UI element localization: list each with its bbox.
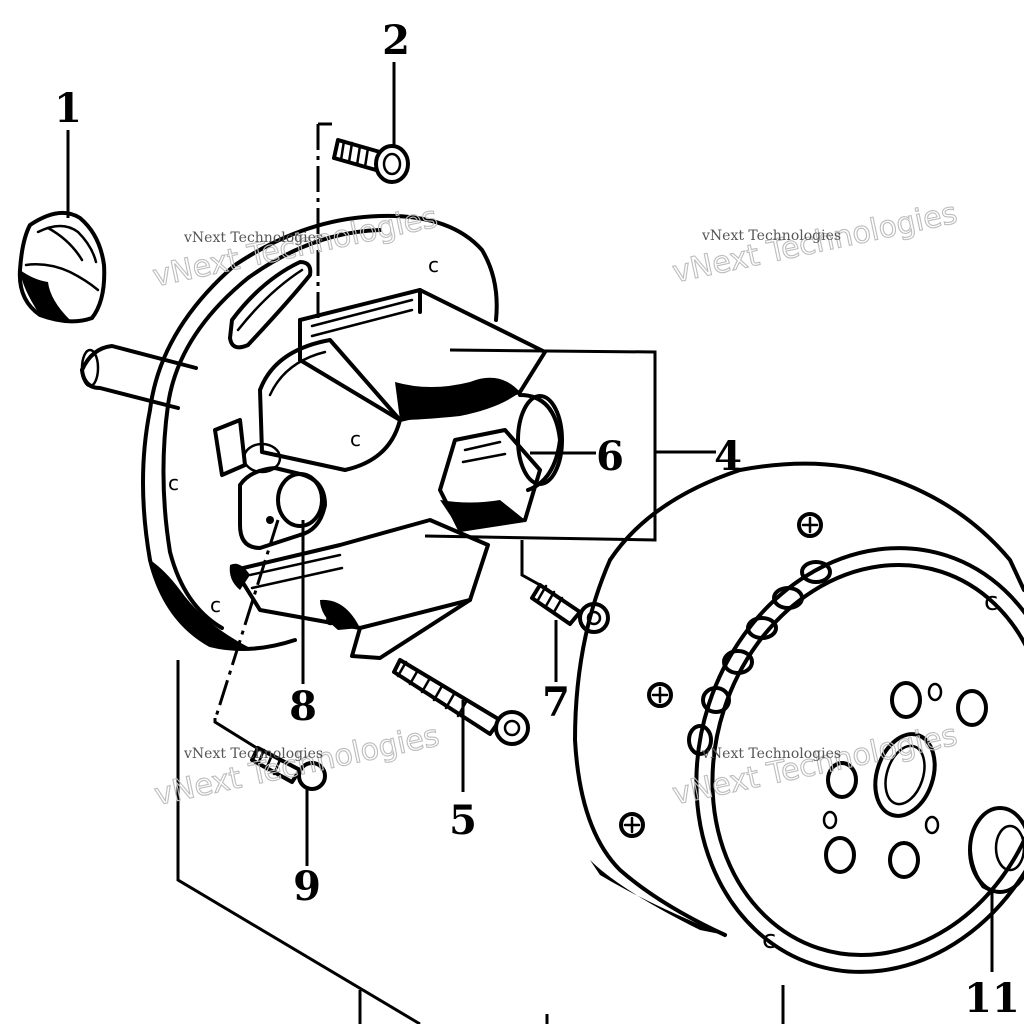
watermark-small-4: vNext Technologies xyxy=(701,746,841,762)
coil-lower: o xyxy=(229,518,490,660)
callout-8: 8 xyxy=(289,683,317,730)
svg-text:c: c xyxy=(984,587,998,617)
callout-labels: 1 2 4 5 6 7 8 9 11 xyxy=(54,17,1020,1022)
coil-right xyxy=(438,393,564,532)
part-8-breaker-arm xyxy=(213,418,327,550)
watermark-big-1: vNext Technologies xyxy=(150,200,441,295)
part-9-screw xyxy=(250,746,327,791)
svg-text:c: c xyxy=(168,471,179,495)
callout-4: 4 xyxy=(714,433,742,480)
wire-tube xyxy=(80,344,198,410)
part-5-long-bolt xyxy=(392,658,530,746)
part-11-washer xyxy=(968,806,1024,894)
callout-6: 6 xyxy=(596,433,624,480)
callout-11: 11 xyxy=(964,975,1020,1022)
watermark-small-2: vNext Technologies xyxy=(701,228,841,244)
svg-text:c: c xyxy=(428,253,439,277)
callout-5: 5 xyxy=(449,797,477,844)
svg-text:c: c xyxy=(350,427,361,451)
callout-7: 7 xyxy=(542,679,570,726)
watermark-big-3: vNext Technologies xyxy=(152,718,443,813)
watermark-small-1: vNext Technologies xyxy=(183,230,323,246)
svg-text:c: c xyxy=(762,925,776,955)
leader-lines xyxy=(66,62,994,1024)
svg-text:c: c xyxy=(210,593,221,617)
part-1-cam-wedge xyxy=(17,210,107,324)
part-2-screw xyxy=(332,138,410,184)
callout-1: 1 xyxy=(54,85,82,132)
flywheel-rotor: c c xyxy=(573,461,1024,974)
svg-text:o: o xyxy=(325,609,336,630)
callout-2: 2 xyxy=(382,17,410,64)
stator-plate: c c c xyxy=(141,213,499,651)
callout-9: 9 xyxy=(293,863,321,910)
coil-upper: c xyxy=(258,288,547,472)
watermark-small-3: vNext Technologies xyxy=(183,746,323,762)
